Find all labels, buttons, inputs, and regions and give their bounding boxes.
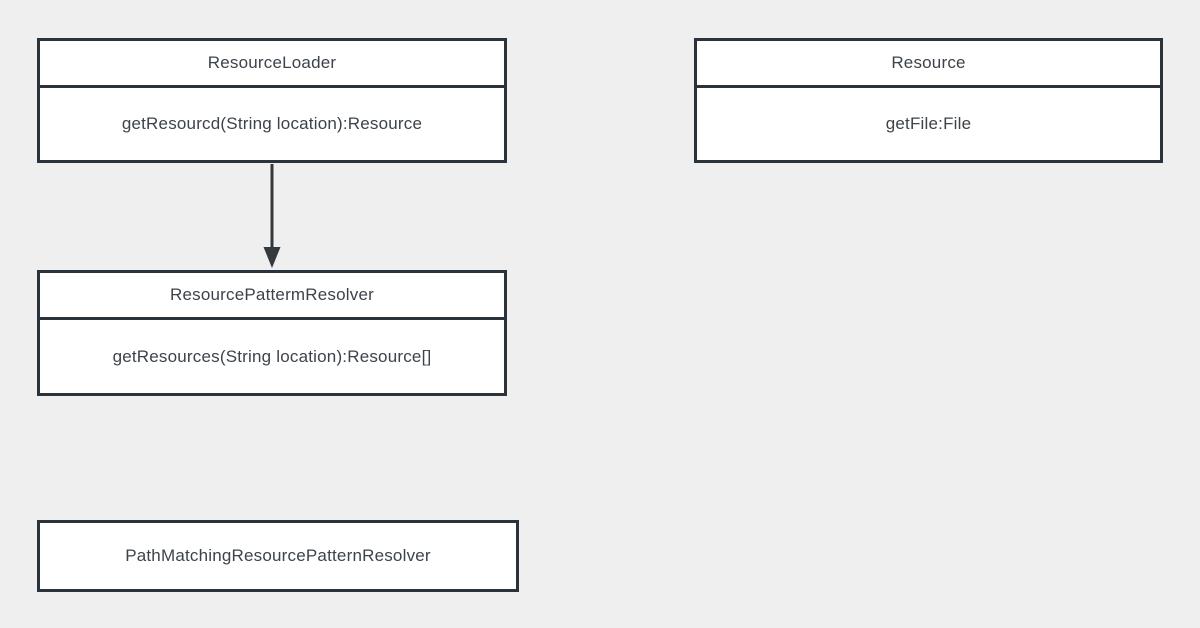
- arrowhead-icon: [263, 247, 281, 268]
- class-title: ResourceLoader: [40, 41, 504, 88]
- class-box-resource[interactable]: Resource getFile:File: [694, 38, 1163, 163]
- class-box-resource-loader[interactable]: ResourceLoader getResourcd(String locati…: [37, 38, 507, 163]
- class-member: getResources(String location):Resource[]: [112, 346, 432, 366]
- class-member: getResourcd(String location):Resource: [121, 114, 423, 133]
- class-member: getFile:File: [885, 114, 972, 133]
- class-title: PathMatchingResourcePatternResolver: [125, 546, 431, 565]
- arrow-resource-loader-to-resource-patterm-resolver: [263, 164, 281, 268]
- class-box-path-matching-resource-pattern-resolver[interactable]: PathMatchingResourcePatternResolver: [37, 520, 519, 592]
- class-box-resource-patterm-resolver[interactable]: ResourcePattermResolver getResources(Str…: [37, 270, 507, 396]
- class-title: Resource: [697, 41, 1160, 88]
- class-title: ResourcePattermResolver: [40, 273, 504, 320]
